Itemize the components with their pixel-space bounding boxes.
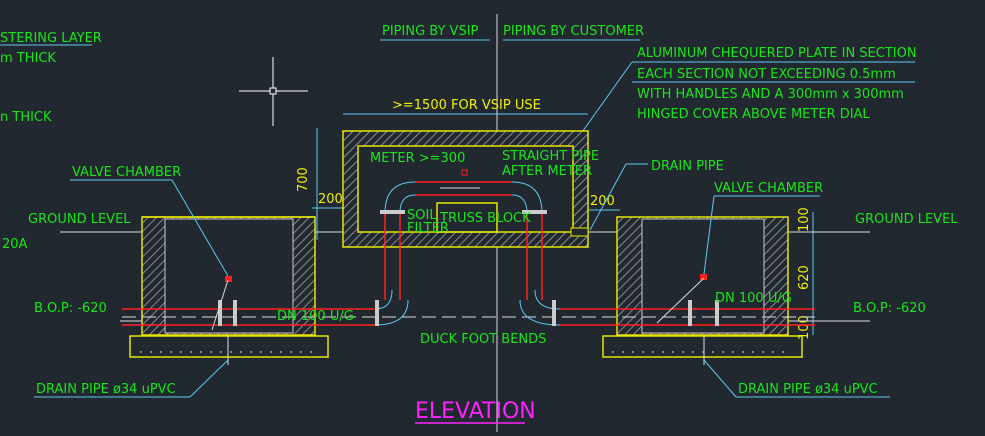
svg-text:HINGED COVER ABOVE METER DIAL: HINGED COVER ABOVE METER DIAL [637,107,870,122]
valve-chamber-right [602,216,803,358]
label-truss-block: TRUSS BLOCK [439,211,531,226]
label-bop-right: B.O.P: -620 [853,301,926,316]
label-straight-pipe-2: AFTER METER [502,164,592,179]
label-straight-pipe-1: STRAIGHT PIPE [502,149,599,164]
dim-top: 100 [797,207,812,232]
valve-chamber-left [129,216,329,358]
label-drain-pipe: DRAIN PIPE [651,159,724,174]
dim-height: 700 [296,167,311,192]
note-layer: STERING LAYER [0,31,102,46]
label-duck-foot: DUCK FOOT BENDS [420,332,546,347]
label-valve-chamber-right: VALVE CHAMBER [714,181,823,196]
label-ground-left: GROUND LEVEL [28,212,131,227]
label-dn-right: DN 100 U/G [715,291,792,306]
note-rating: 20A [2,237,28,252]
dim-wall-left: 200 [318,192,343,207]
svg-text:WITH HANDLES AND A 300mm x 300: WITH HANDLES AND A 300mm x 300mm [637,87,904,102]
label-ground-right: GROUND LEVEL [855,212,958,227]
header-customer: PIPING BY CUSTOMER [503,24,644,39]
header-vsip: PIPING BY VSIP [382,24,479,39]
dim-depth: 620 [797,265,812,290]
svg-text:ALUMINUM CHEQUERED PLATE IN SE: ALUMINUM CHEQUERED PLATE IN SECTION [637,46,917,61]
dim-width: >=1500 FOR VSIP USE [392,98,541,113]
crosshair-cursor-icon [239,57,308,126]
svg-text:EACH SECTION NOT EXCEEDING 0.5: EACH SECTION NOT EXCEEDING 0.5mm [637,67,896,82]
cover-note: ALUMINUM CHEQUERED PLATE IN SECTION EACH… [579,46,917,136]
label-drain-right: DRAIN PIPE ø34 uPVC [738,382,878,397]
label-soil: SOIL [407,208,437,223]
dim-wall-right: 200 [590,194,615,209]
label-filter: FILTER [407,221,449,236]
drawing-title: ELEVATION [415,399,536,424]
pipeline [122,169,815,365]
label-drain-left: DRAIN PIPE ø34 uPVC [36,382,176,397]
label-dn-left: DN 100 U/G [277,309,354,324]
label-meter: METER >=300 [370,151,465,166]
label-bop-left: B.O.P: -620 [34,301,107,316]
note-thick-2: n THICK [0,110,52,125]
label-valve-chamber-left: VALVE CHAMBER [72,165,181,180]
note-thick-1: m THICK [0,51,56,66]
